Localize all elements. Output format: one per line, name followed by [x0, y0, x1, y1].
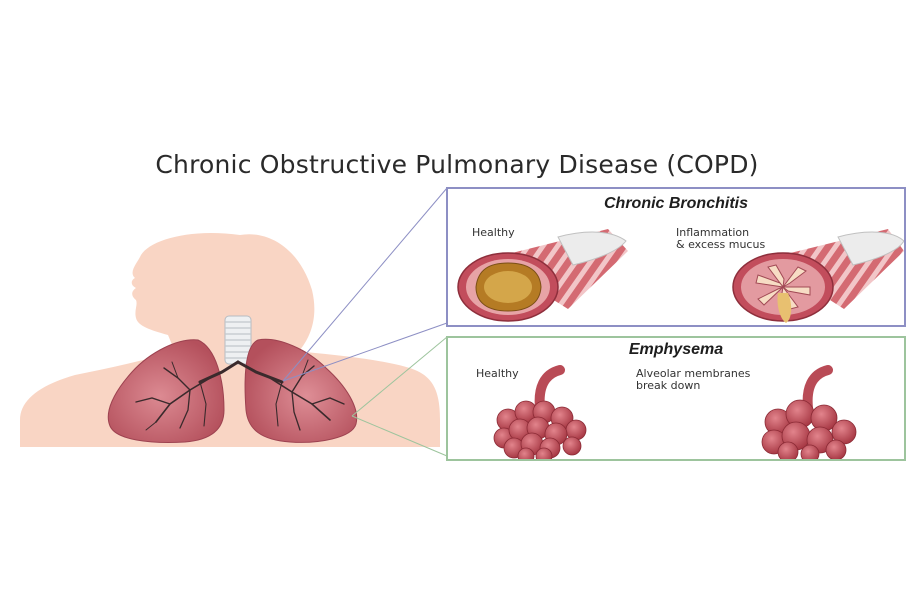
connector-lines — [282, 187, 448, 457]
healthy-bronchus — [457, 229, 628, 322]
bronchitis-diseased-label: Inflammation & excess mucus — [676, 226, 766, 251]
chronic-bronchitis-heading: Chronic Bronchitis — [603, 195, 748, 212]
chronic-bronchitis-panel: Chronic Bronchitis Healthy Inflammation … — [446, 187, 906, 327]
inflamed-bronchus — [732, 229, 904, 323]
bronchitis-healthy-label: Healthy — [472, 226, 515, 239]
alveoli-illustrations — [493, 365, 857, 459]
emphysema-heading: Emphysema — [628, 341, 724, 358]
emphysema-healthy-label: Healthy — [476, 367, 519, 380]
right-lung — [244, 338, 358, 443]
diagram-title: Chronic Obstructive Pulmonary Disease (C… — [155, 150, 759, 179]
left-lung — [107, 339, 225, 443]
bronchial-tree — [135, 359, 345, 431]
emphysema-diseased-label: Alveolar membranes break down — [636, 367, 751, 392]
healthy-alveoli — [493, 365, 587, 459]
bronchi-illustrations — [457, 229, 904, 323]
emphysema-panel: Emphysema Healthy Alveolar membranes bre… — [446, 336, 906, 461]
trachea — [224, 315, 252, 365]
damaged-alveoli — [761, 365, 857, 459]
